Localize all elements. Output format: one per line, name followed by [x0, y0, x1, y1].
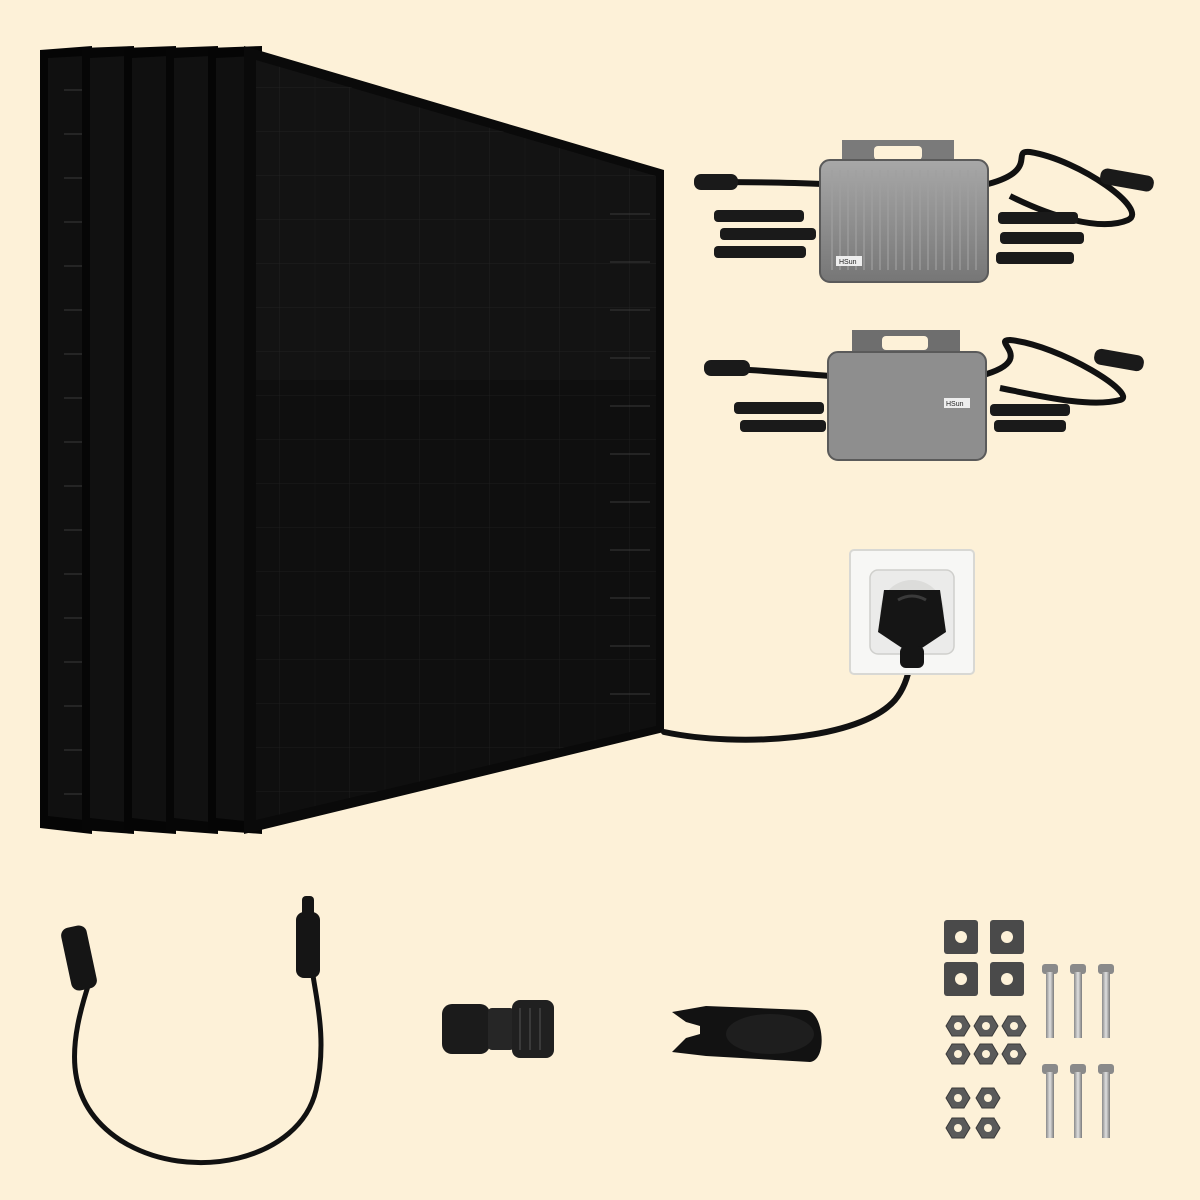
solar-panels [40, 46, 664, 834]
inverter-dc-leads [734, 402, 1070, 432]
solar-panel-front [244, 46, 664, 834]
inverter-brand-label: HSun [839, 259, 857, 266]
panel-edge-ticks [64, 89, 650, 795]
square-washers [944, 920, 1024, 996]
solar-panel-back-5 [40, 46, 92, 834]
inverter-dc-leads [714, 210, 1084, 264]
nut-holes [954, 1022, 1018, 1132]
solar-panel-back-2 [166, 46, 218, 834]
microinverter-4in: HSun [694, 140, 1154, 283]
bolts [1042, 964, 1114, 1138]
microinverter-2in: HSun [704, 330, 1144, 461]
mounting-hardware [944, 920, 1114, 1139]
mc4-extension-cable [61, 896, 324, 1166]
mc4-unlock-tool [672, 1006, 822, 1062]
solar-panel-back-3 [124, 46, 176, 834]
ac-connector [442, 1000, 554, 1058]
power-plug [878, 590, 946, 668]
inverter-brand-label: HSun [946, 401, 964, 408]
solar-panel-back-4 [82, 46, 134, 834]
